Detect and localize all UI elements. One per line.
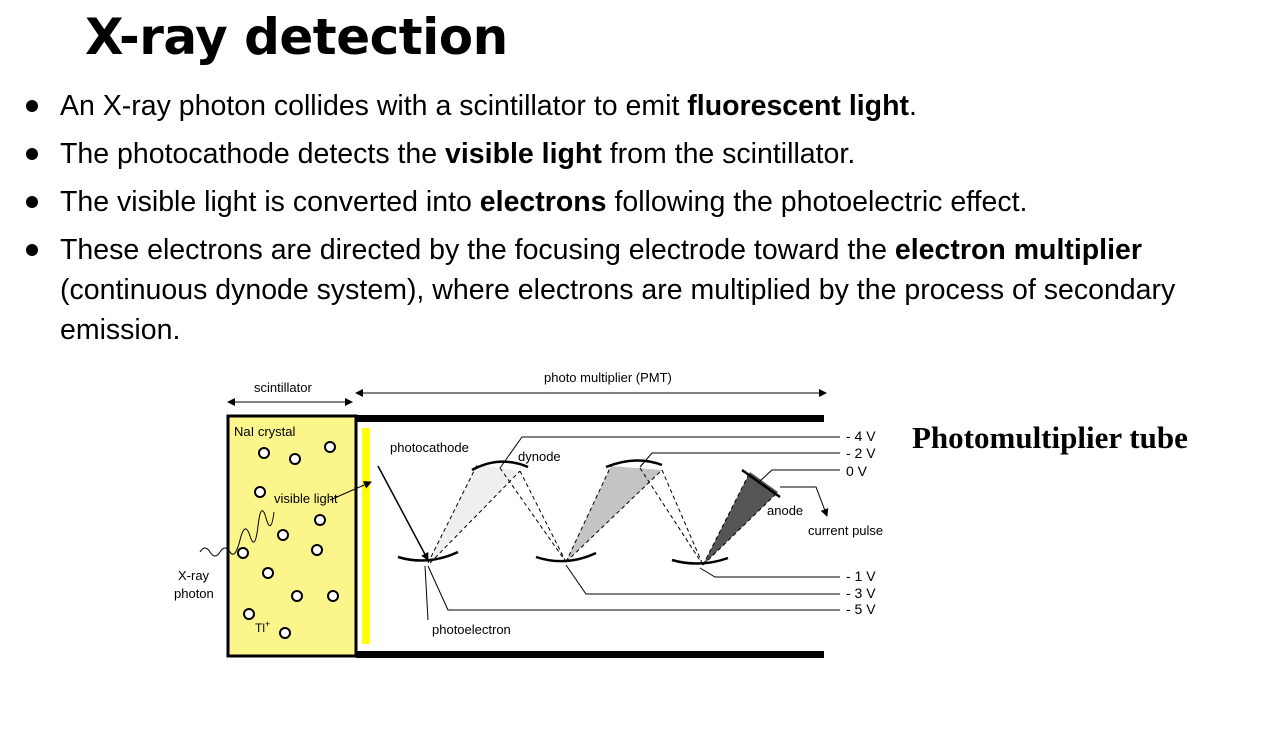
bullet-dot [26,196,38,208]
xray-label: X-ray [178,568,210,583]
photoelectron-label: photoelectron [432,622,511,637]
tl-ion-label: Tl+ [255,619,270,635]
electron-dash-lines [427,464,779,566]
electron-cone-3 [703,472,778,565]
voltage-label-bottom: - 1 V [846,568,876,584]
electron-cone-1 [428,465,520,563]
bullet-bold: electron multiplier [894,234,1142,266]
visible-light-label: visible light [274,491,338,506]
bullet-item: An X-ray photon collides with a scintill… [22,86,1284,126]
bullet-text: These electrons are directed by the focu… [60,234,895,266]
bullet-bold: visible light [445,138,602,170]
pmt-label: photo multiplier (PMT) [544,370,672,385]
tube-top-wall [356,415,824,422]
bullet-text: The visible light is converted into [60,186,480,218]
bullet-bold: fluorescent light [687,90,909,122]
bullet-item: These electrons are directed by the focu… [22,230,1284,350]
scintillator-label: scintillator [254,380,312,395]
bullet-text: (continuous dynode system), where electr… [60,274,1176,346]
diagram-caption: Photomultiplier tube [912,420,1188,455]
xray-wave [199,510,275,557]
tube-bottom-wall [356,651,824,658]
voltage-leads-top [499,436,840,482]
current-pulse-label: current pulse [808,523,883,538]
voltage-label-bottom: - 3 V [846,585,876,601]
bullet-text: An X-ray photon collides with a scintill… [60,90,688,122]
current-pulse-arrow [780,486,829,517]
bullet-dot [26,100,38,112]
anode-label: anode [767,503,803,518]
dynode-arcs [397,459,781,565]
bullet-text: from the scintillator. [601,138,856,170]
voltage-label-top: - 2 V [846,445,876,461]
dynode-label: dynode [518,449,561,464]
scintillation-bubbles [237,441,339,639]
slide-title: X-ray detection [85,8,508,66]
bullet-list: An X-ray photon collides with a scintill… [22,86,1284,358]
photon-label: photon [174,586,214,601]
bullet-item: The visible light is converted into elec… [22,182,1284,222]
photoelectron-path [377,465,429,561]
voltage-label-top: 0 V [846,463,868,479]
bullet-dot [26,148,38,160]
bullet-bold: electrons [479,186,607,218]
bullet-text: The photocathode detects the [60,138,446,170]
bullet-text: . [908,90,917,122]
visible-light-arrow [329,481,372,501]
photocathode-window [362,428,370,644]
bullet-dot [26,244,38,256]
photocathode-label: photocathode [390,440,469,455]
voltage-leads-bottom [424,564,840,621]
bullet-item: The photocathode detects the visible lig… [22,134,1284,174]
voltage-label-top: - 4 V [846,428,876,444]
bullet-text: following the photoelectric effect. [606,186,1028,218]
nai-crystal [226,414,358,658]
voltage-label-bottom: - 5 V [846,601,876,617]
electron-cone-2 [566,466,662,562]
crystal-label: NaI crystal [234,424,296,439]
